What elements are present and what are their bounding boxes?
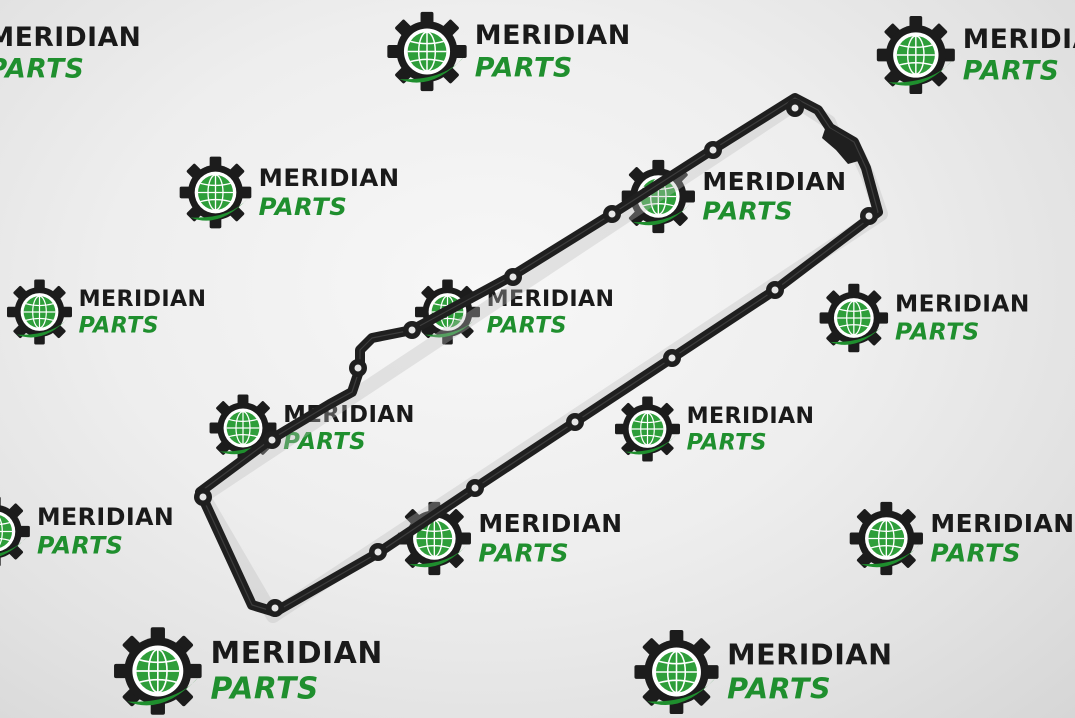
watermark-logo xyxy=(877,16,1075,94)
gasket-bolt-holes xyxy=(194,99,878,617)
watermark-logo xyxy=(0,14,141,92)
valve-cover-gasket xyxy=(194,93,888,623)
watermark-logo xyxy=(7,280,206,345)
watermark-logo xyxy=(0,497,174,567)
watermark-logo xyxy=(820,284,1030,352)
watermark-logo xyxy=(615,397,814,462)
gasket-tab xyxy=(822,126,862,164)
watermark-logo xyxy=(387,12,630,91)
watermark-logo xyxy=(114,627,383,715)
watermark-logo xyxy=(634,630,892,714)
watermark-logo xyxy=(180,157,400,229)
watermark-logos xyxy=(0,12,1075,715)
watermark-logo xyxy=(850,502,1075,575)
